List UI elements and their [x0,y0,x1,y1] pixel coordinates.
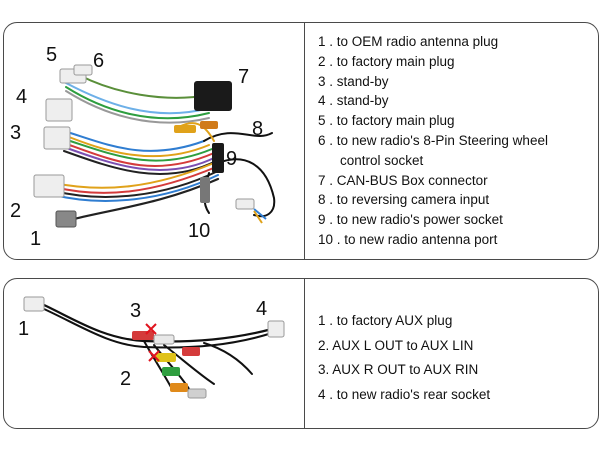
bottom-harness-panel: 1 3 2 4 1 . to factory AUX plug 2. AUX L… [3,278,599,429]
legend-item-continued: control socket [340,152,424,168]
legend-item: 8 . to reversing camera input [318,192,490,208]
callout-5: 5 [46,44,57,66]
legend-item: 2 . to factory main plug [318,53,455,69]
antenna-port-plug [200,177,210,203]
legend-item: 4 . stand-by [318,93,389,109]
legend-item: 4 . to new radio's rear socket [318,386,491,402]
aux-wire-bundle [42,303,274,398]
main-harness-illustration: 5 6 4 3 7 8 9 2 1 10 [4,23,305,259]
callout-8: 8 [252,118,263,140]
connector-4 [45,98,73,122]
small-white-plug [235,198,255,210]
rca-camera-plug [174,125,196,133]
aux-callout-4: 4 [256,298,267,320]
legend-item: 7 . CAN-BUS Box connector [318,172,488,188]
rca-yellow-plug [156,353,176,362]
callout-1: 1 [30,228,41,250]
aux-callout-3: 3 [130,300,141,322]
aux-harness-drawing: 1 3 2 4 [18,296,285,399]
main-harness-drawing: 5 6 4 3 7 8 9 2 1 10 [10,44,276,250]
aux-harness-illustration: 1 3 2 4 [4,279,305,428]
aux-connector-1 [23,296,45,312]
callout-7: 7 [238,66,249,88]
aux-callout-1: 1 [18,318,29,340]
aux-connector-4 [267,320,285,338]
callout-3: 3 [10,122,21,144]
power-socket [212,143,224,173]
rca-white-plug [153,334,175,345]
legend-item: 6 . to new radio's 8-Pin Steering wheel [318,132,548,148]
callout-9: 9 [226,148,237,170]
legend-item: 9 . to new radio's power socket [318,212,503,228]
callout-10: 10 [188,220,210,242]
bottom-legend: 1 . to factory AUX plug 2. AUX L OUT to … [318,309,590,407]
legend-item: 1 . to factory AUX plug [318,313,453,328]
rca-camera-plug-2 [200,121,218,129]
rca-red-plug-2 [182,347,200,356]
can-bus-box [194,81,232,111]
rca-red-plug [132,331,154,340]
connector-2 [33,174,65,198]
legend-item: 5 . to factory main plug [318,113,455,129]
legend-item: 1 . to OEM radio antenna plug [318,34,499,49]
callout-6: 6 [93,50,104,72]
legend-item: 2. AUX L OUT to AUX LIN [318,337,474,353]
wire-bundle [53,74,276,221]
aux-callout-2: 2 [120,368,131,390]
rca-green-plug [162,367,180,376]
top-harness-panel: 5 6 4 3 7 8 9 2 1 10 1 . to OEM radio an… [3,22,599,260]
legend-item: 3. AUX R OUT to AUX RIN [318,362,479,377]
rca-grey-plug [187,388,207,399]
legend-item: 10 . to new radio antenna port [318,231,498,247]
callout-2: 2 [10,200,21,222]
connector-3 [43,126,71,150]
callout-4: 4 [16,86,27,108]
legend-item: 3 . stand-by [318,73,389,89]
rca-orange-plug [170,383,188,392]
connector-6 [73,64,93,76]
top-legend: 1 . to OEM radio antenna plug 2 . to fac… [318,32,590,250]
connector-1 [55,210,77,228]
